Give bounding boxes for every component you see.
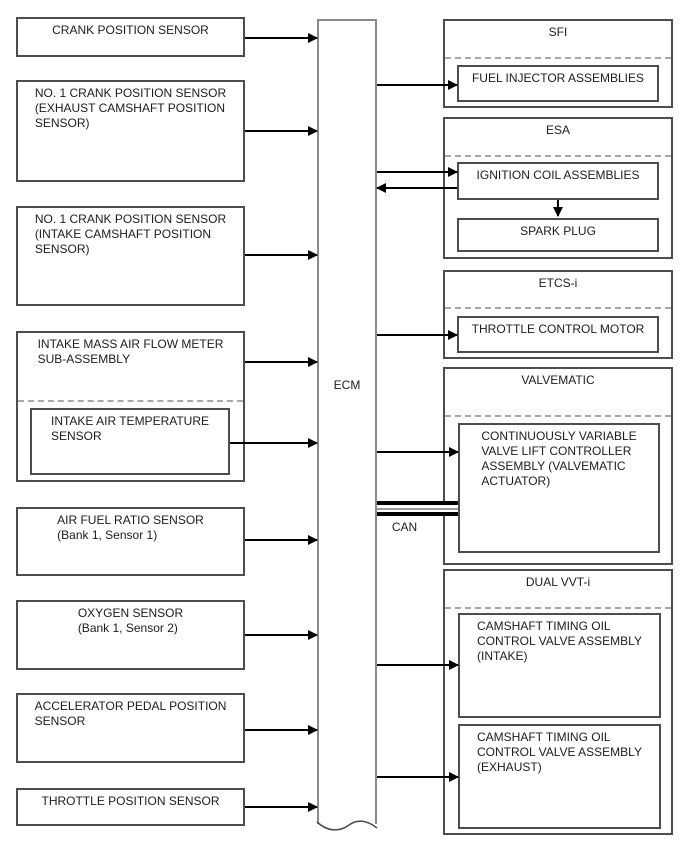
can-label: CAN <box>391 520 418 534</box>
component-box-cam-timing-ocv-intake: CAMSHAFT TIMING OIL CONTROL VALVE ASSEMB… <box>458 613 661 718</box>
sensor-box-no1-crank-exhaust-cam: NO. 1 CRANK POSITION SENSOR (EXHAUST CAM… <box>16 80 245 182</box>
arrow-ecm-to-fuel-injectors <box>377 80 458 90</box>
system-box-esa: ESA IGNITION COIL ASSEMBLIES SPARK PLUG <box>443 117 673 259</box>
arrow-ecm-to-throttle-motor <box>377 330 458 340</box>
can-bus-lines <box>377 501 458 516</box>
component-box-throttle-control-motor: THROTTLE CONTROL MOTOR <box>457 316 659 353</box>
sensor-box-crank-position: CRANK POSITION SENSOR <box>16 17 245 57</box>
system-box-dual-vvt-i: DUAL VVT-i CAMSHAFT TIMING OIL CONTROL V… <box>443 569 673 835</box>
arrow-intake-cam-to-ecm <box>245 250 318 260</box>
arrow-throttle-pos-to-ecm <box>245 802 318 812</box>
system-box-valvematic: VALVEMATIC CONTINUOUSLY VARIABLE VALVE L… <box>443 367 673 565</box>
component-label-throttle-control-motor: THROTTLE CONTROL MOTOR <box>471 322 645 336</box>
sfi-dashed-divider <box>445 57 671 59</box>
arrow-ecm-to-ignition-coils <box>377 167 458 177</box>
component-box-spark-plug: SPARK PLUG <box>457 218 659 252</box>
component-label-valvematic-actuator: CONTINUOUSLY VARIABLE VALVE LIFT CONTROL… <box>481 429 637 488</box>
sensor-label-crank-position: CRANK POSITION SENSOR <box>52 23 209 37</box>
can-bus-center-line <box>377 508 458 510</box>
component-box-cam-timing-ocv-exhaust: CAMSHAFT TIMING OIL CONTROL VALVE ASSEMB… <box>458 724 661 829</box>
arrow-crank-to-ecm <box>245 33 318 43</box>
component-label-ignition-coil-assemblies: IGNITION COIL ASSEMBLIES <box>476 168 640 182</box>
ecm-label: ECM <box>333 378 361 392</box>
sensor-label-throttle-position: THROTTLE POSITION SENSOR <box>41 794 220 808</box>
sensor-box-no1-crank-intake-cam: NO. 1 CRANK POSITION SENSOR (INTAKE CAMS… <box>16 206 245 306</box>
component-label-cam-timing-ocv-exhaust: CAMSHAFT TIMING OIL CONTROL VALVE ASSEMB… <box>477 730 642 774</box>
arrow-afr-to-ecm <box>245 535 318 545</box>
component-box-fuel-injector-assemblies: FUEL INJECTOR ASSEMBLIES <box>457 65 659 102</box>
arrow-oxygen-to-ecm <box>245 630 318 640</box>
sensor-label-mass-air-flow-meter: INTAKE MASS AIR FLOW METER SUB-ASSEMBLY <box>37 337 224 366</box>
arrow-maf-to-ecm <box>245 357 318 367</box>
sensor-box-mass-air-flow-meter: INTAKE MASS AIR FLOW METER SUB-ASSEMBLY … <box>16 331 245 482</box>
component-box-ignition-coil-assemblies: IGNITION COIL ASSEMBLIES <box>457 162 659 200</box>
maf-dashed-divider <box>18 400 243 402</box>
system-title-esa: ESA <box>545 123 570 137</box>
esa-dashed-divider <box>445 155 671 157</box>
sensor-box-throttle-position: THROTTLE POSITION SENSOR <box>16 788 245 826</box>
sensor-box-accelerator-pedal-position: ACCELERATOR PEDAL POSITION SENSOR <box>16 693 245 763</box>
system-title-dual-vvt-i: DUAL VVT-i <box>525 575 591 589</box>
component-label-fuel-injector-assemblies: FUEL INJECTOR ASSEMBLIES <box>471 71 645 85</box>
arrow-ecm-to-valvematic-actuator <box>377 447 459 457</box>
valvematic-dashed-divider <box>445 415 671 417</box>
sensor-label-no1-crank-intake-cam: NO. 1 CRANK POSITION SENSOR (INTAKE CAMS… <box>34 212 227 256</box>
vvt-dashed-divider <box>445 607 671 609</box>
sensor-box-intake-air-temperature: INTAKE AIR TEMPERATURE SENSOR <box>30 408 230 475</box>
arrow-coil-to-spark-plug <box>553 200 563 217</box>
sensor-box-air-fuel-ratio: AIR FUEL RATIO SENSOR (Bank 1, Sensor 1) <box>16 507 245 576</box>
ecm-bar-break-wave <box>316 820 378 831</box>
arrow-accel-pedal-to-ecm <box>245 725 318 735</box>
component-box-valvematic-actuator: CONTINUOUSLY VARIABLE VALVE LIFT CONTROL… <box>458 423 660 553</box>
system-title-sfi: SFI <box>548 25 568 39</box>
sensor-label-intake-air-temperature: INTAKE AIR TEMPERATURE SENSOR <box>50 414 210 443</box>
ecm-bar <box>317 19 377 824</box>
sensor-label-accelerator-pedal-position: ACCELERATOR PEDAL POSITION SENSOR <box>34 699 227 728</box>
system-title-valvematic: VALVEMATIC <box>521 373 595 387</box>
sensor-label-air-fuel-ratio: AIR FUEL RATIO SENSOR (Bank 1, Sensor 1) <box>57 513 204 542</box>
arrow-ecm-to-ocv-intake <box>377 660 459 670</box>
sensor-label-oxygen: OXYGEN SENSOR (Bank 1, Sensor 2) <box>77 606 184 635</box>
sensor-box-oxygen: OXYGEN SENSOR (Bank 1, Sensor 2) <box>16 600 245 670</box>
system-box-etcs-i: ETCS-i THROTTLE CONTROL MOTOR <box>443 270 673 359</box>
etcs-dashed-divider <box>445 307 671 309</box>
component-label-cam-timing-ocv-intake: CAMSHAFT TIMING OIL CONTROL VALVE ASSEMB… <box>477 619 642 663</box>
arrow-ecm-to-ocv-exhaust <box>377 772 459 782</box>
arrow-ignition-coils-to-ecm <box>376 183 457 193</box>
system-box-sfi: SFI FUEL INJECTOR ASSEMBLIES <box>443 19 673 108</box>
system-title-etcs-i: ETCS-i <box>538 276 578 290</box>
sensor-label-no1-crank-exhaust-cam: NO. 1 CRANK POSITION SENSOR (EXHAUST CAM… <box>34 86 227 130</box>
component-label-spark-plug: SPARK PLUG <box>520 224 596 238</box>
arrow-exhaust-cam-to-ecm <box>245 126 318 136</box>
arrow-iat-to-ecm <box>230 438 318 448</box>
